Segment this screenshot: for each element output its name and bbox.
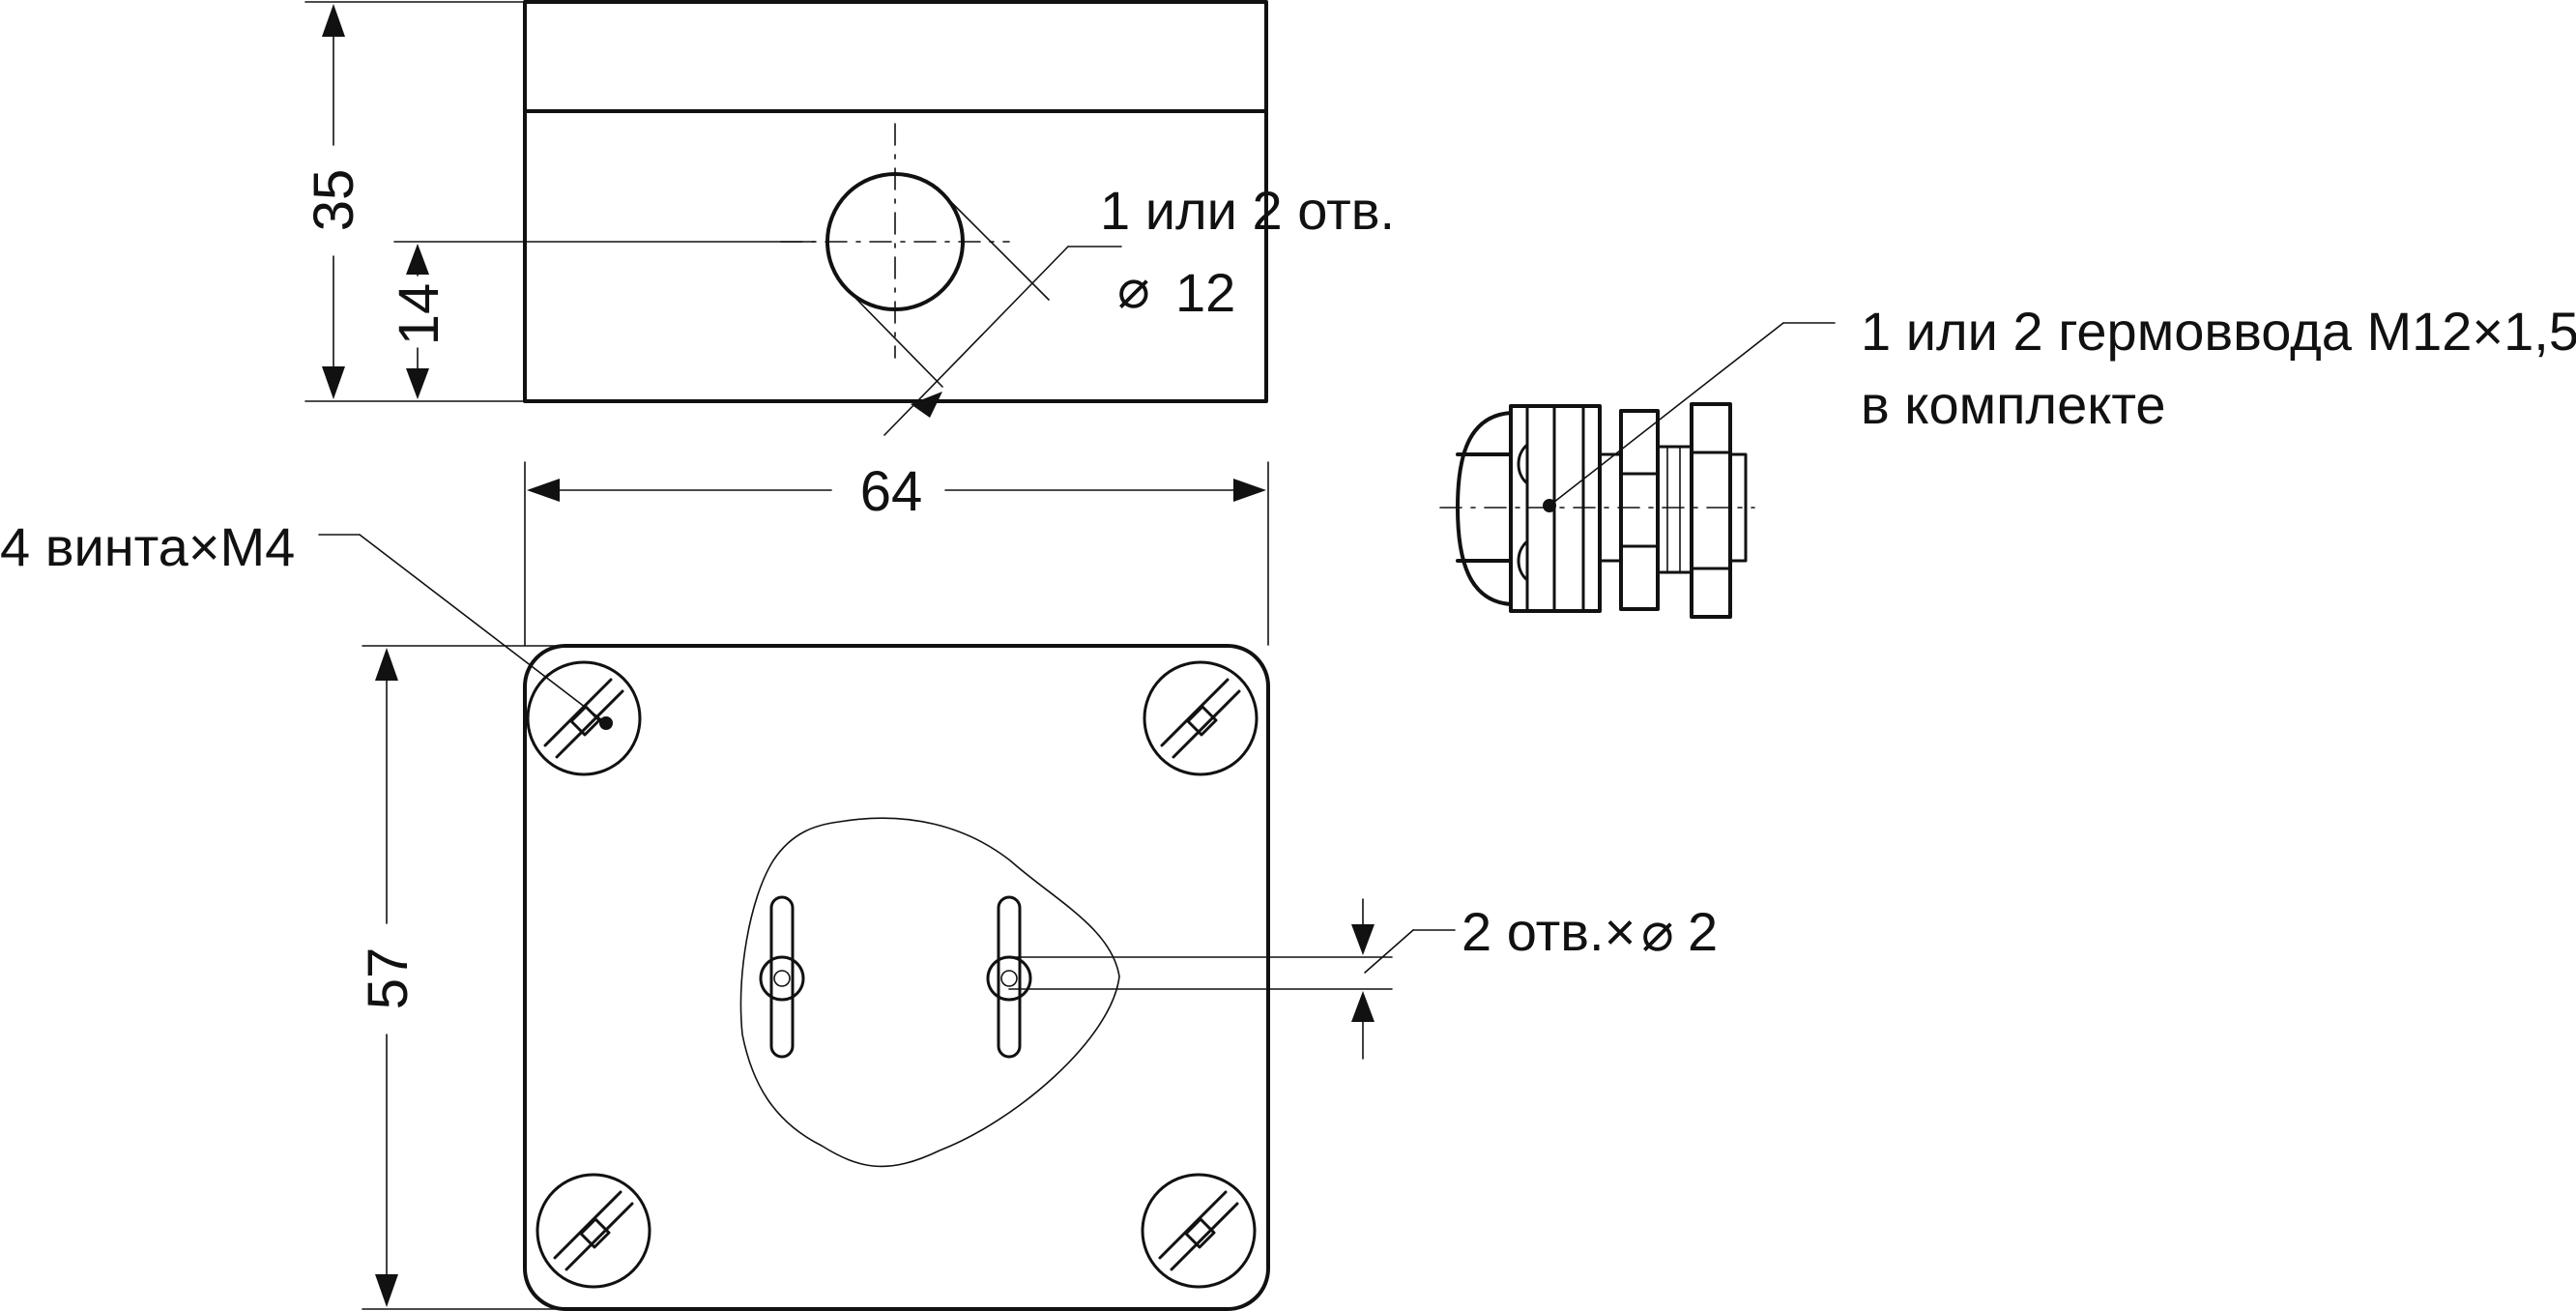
hole-diameter-arrow	[911, 392, 942, 418]
dim-14-arrow-top	[406, 244, 429, 275]
holes-arrow-top	[1351, 924, 1375, 955]
cable-gland: 1 или 2 гермоввода M12×1,5 в комплекте	[1439, 301, 2576, 619]
front-view: 4 винта×M4	[0, 516, 1270, 1311]
contact-area-outline	[739, 817, 1120, 1168]
top-view-body	[523, 0, 1268, 403]
screw-head-icon	[526, 660, 642, 776]
hole-label-diameter-symbol: ⌀	[1117, 258, 1150, 319]
gland-label-line2: в комплекте	[1861, 374, 2166, 435]
gland-thread-end	[1728, 452, 1748, 563]
gland-cap	[1456, 411, 1513, 606]
screw-head-icon	[1143, 660, 1259, 776]
top-view	[523, 0, 1268, 436]
holes-arrow-bottom	[1351, 991, 1375, 1022]
dim-35-value: 35	[303, 169, 365, 232]
dimension-14: 14	[388, 241, 816, 399]
dimension-35: 35	[303, 1, 526, 402]
holes-diameter-symbol: ⌀	[1641, 901, 1674, 962]
gland-label-line1: 1 или 2 гермоввода M12×1,5	[1861, 301, 2576, 362]
screw-head-icon	[1141, 1173, 1257, 1289]
holes-leader	[1364, 929, 1414, 974]
hole-diameter-leader	[883, 246, 1069, 436]
hole-dim-extension-upper	[941, 192, 1050, 301]
dim-57-arrow-top	[375, 648, 398, 681]
screw-top-left	[526, 660, 642, 776]
dim-14-value: 14	[388, 283, 450, 346]
dimension-57: 57	[357, 645, 566, 1310]
dim-64-arrow-left	[527, 479, 560, 502]
gland-nut-1	[1619, 409, 1660, 611]
dimension-64: 64	[524, 460, 1269, 646]
dim-64-arrow-right	[1233, 479, 1266, 502]
contact-slot-right	[986, 895, 1032, 1059]
contact-hole-left	[759, 955, 805, 1002]
screw-bottom-right	[1141, 1173, 1257, 1289]
screw-top-right	[1143, 660, 1259, 776]
holes-diameter-value: 2	[1688, 901, 1718, 962]
hole-dim-extension-lower	[847, 289, 943, 388]
screw-head-icon	[535, 1173, 651, 1289]
dim-57-arrow-bottom	[375, 1274, 398, 1307]
dim-57-value: 57	[357, 947, 420, 1010]
hole-label-line2: 12	[1175, 262, 1235, 323]
contact-slot-left	[759, 895, 805, 1059]
front-view-plate	[523, 644, 1270, 1311]
screws-leader	[359, 534, 607, 724]
screw-bottom-left	[535, 1173, 651, 1289]
gland-nut-2	[1690, 402, 1732, 619]
gland-leader	[1548, 322, 1784, 507]
screws-label: 4 винта×M4	[0, 516, 295, 577]
hole-label-line1: 1 или 2 отв.	[1100, 180, 1395, 241]
dim-64-value: 64	[860, 460, 923, 523]
holes-label: 2 отв.×	[1462, 901, 1635, 962]
dim-14-arrow-bottom	[406, 368, 429, 399]
dim-35-arrow-top	[322, 4, 345, 37]
contact-hole-right	[986, 955, 1032, 1002]
screws-leader-dot	[599, 716, 613, 730]
gland-thread	[1656, 445, 1693, 574]
dim-35-arrow-bottom	[322, 366, 345, 399]
dimension-contact-holes: 2 отв.× ⌀ 2	[1008, 898, 1718, 1060]
